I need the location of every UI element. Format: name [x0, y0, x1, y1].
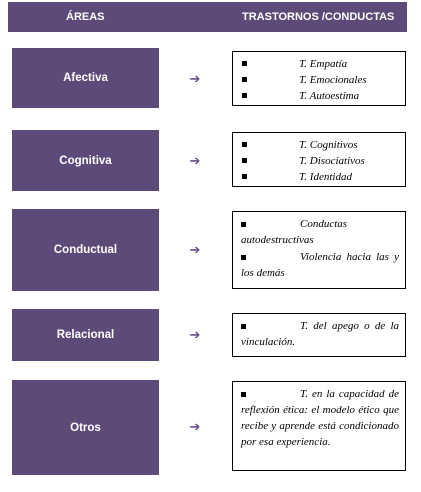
bullet-icon [242, 77, 247, 82]
bullet-icon [241, 391, 246, 397]
list-item: T. Autoestima [233, 88, 405, 104]
bullet-icon [241, 221, 246, 227]
disorders-box-otros: T. en la capacidad de reflexión ética: e… [232, 381, 406, 471]
list-item: T. en la capacidad de reflexión ética: e… [241, 388, 399, 448]
area-cognitiva: Cognitiva [12, 130, 159, 191]
bullet-icon [242, 142, 247, 147]
header-areas: ÁREAS [66, 11, 105, 23]
arrow-right-icon: ➔ [189, 419, 201, 434]
header-disorders: TRASTORNOS /CONDUCTAS [242, 11, 395, 23]
list-item: T. Identidad [233, 169, 405, 185]
arrow-right-icon: ➔ [189, 153, 201, 168]
disorders-box-cognitiva: T. Cognitivos T. Disociativos T. Identid… [232, 132, 406, 187]
diagram-header: ÁREAS TRASTORNOS /CONDUCTAS [8, 2, 407, 32]
disorders-box-afectiva: T. Empatía T. Emocionales T. Autoestima [232, 51, 406, 106]
list-item: T. Empatía [233, 56, 405, 72]
list-item: Violencia hacia las y los demás [241, 251, 399, 279]
bullet-icon [242, 158, 247, 163]
disorders-box-relacional: T. del apego o de la vinculación. [232, 313, 406, 357]
list-item: T. Emocionales [233, 72, 405, 88]
list-item: Conductas autodestructivas [241, 218, 348, 246]
bullet-icon [242, 61, 247, 66]
bullet-icon [241, 254, 246, 260]
area-afectiva: Afectiva [12, 48, 159, 108]
list-item: T. del apego o de la vinculación. [241, 320, 399, 348]
list-item: T. Cognitivos [233, 137, 405, 153]
bullet-icon [242, 93, 247, 98]
bullet-icon [242, 174, 247, 179]
disorders-box-conductual: Conductas autodestructivas Violencia hac… [232, 211, 406, 289]
arrow-right-icon: ➔ [189, 71, 201, 86]
arrow-right-icon: ➔ [189, 242, 201, 257]
arrow-right-icon: ➔ [189, 327, 201, 342]
area-conductual: Conductual [12, 209, 159, 291]
bullet-icon [241, 323, 246, 329]
area-otros: Otros [12, 380, 159, 475]
area-relacional: Relacional [12, 309, 159, 361]
list-item: T. Disociativos [233, 153, 405, 169]
